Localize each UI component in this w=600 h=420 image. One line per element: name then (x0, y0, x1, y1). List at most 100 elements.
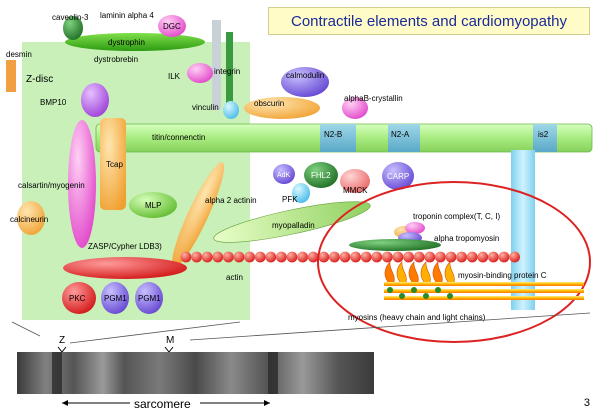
actin-bead (329, 251, 340, 263)
actin-bead (477, 251, 489, 263)
tcap-shape (100, 118, 126, 210)
zoom-line-left (11, 321, 41, 337)
vinculin-shape (223, 101, 239, 119)
actin-bead (382, 251, 393, 263)
mlp-label: MLP (145, 201, 161, 210)
carp-label: CARP (387, 172, 409, 181)
dystrophin-label: dystrophin (108, 38, 145, 47)
actin-bead (403, 251, 414, 263)
adk-shape (273, 164, 295, 184)
desmin-label: desmin (6, 50, 32, 59)
titin-label: titin/connenctin (152, 133, 205, 142)
zasp-label: ZASP/Cypher LDB3) (88, 242, 162, 251)
obscurin-label: obscurin (254, 99, 284, 108)
actin-bead (265, 251, 277, 263)
actin-bead (424, 251, 436, 263)
tropomyosin-label: alpha tropomyosin (434, 234, 499, 243)
calsartin-label: calsartin/myogenin (18, 181, 85, 190)
zasp-shape (63, 257, 187, 279)
actin-bead (244, 251, 256, 263)
myosins-label: myosins (heavy chain and light chains) (348, 313, 486, 322)
m-marker-arrow (164, 346, 174, 353)
myosin-light-chain (411, 287, 417, 293)
tcap-label: Tcap (106, 160, 123, 169)
is2-label: is2 (538, 130, 549, 139)
actin-bead (201, 251, 213, 263)
actin-label: actin (226, 273, 243, 282)
sarcomere-label-bg (130, 396, 200, 410)
pgm1-a-shape (101, 282, 129, 314)
myosin-filament-1 (384, 282, 584, 286)
ilk-label: ILK (168, 72, 181, 81)
actin-bead (191, 251, 203, 263)
actin-bead (276, 251, 287, 263)
dgc-shape (158, 15, 186, 37)
page-number: 3 (583, 397, 590, 409)
pkc-shape (62, 282, 96, 314)
fhl2-shape (304, 162, 338, 188)
is2-segment (533, 124, 557, 152)
myosin-head (420, 261, 431, 283)
myosin-head (408, 261, 419, 283)
pfk-label: PFK (282, 195, 298, 204)
desmin-bar (6, 60, 16, 92)
actin-bead (297, 251, 308, 263)
myosin-heads (384, 261, 455, 299)
sarcomere-arrow-head-left (62, 400, 68, 406)
bmp10-label: BMP10 (40, 98, 67, 107)
myosin-head (384, 261, 395, 283)
alpha2-actinin-shape (171, 162, 225, 268)
vinculin-label: vinculin (192, 103, 219, 112)
sarcomere-micrograph (17, 352, 374, 394)
zoom-line-mid (69, 321, 241, 344)
mybpc-label: myosin-binding protein C (458, 271, 547, 280)
slide-title: Contractile elements and cardiomyopathy (268, 7, 590, 35)
n2a-segment (388, 124, 420, 152)
actin-bead (445, 251, 457, 263)
integrin-bar-2 (226, 32, 233, 112)
actin-bead (307, 251, 319, 263)
actin-bead (223, 251, 234, 263)
z-marker-label: Z (59, 335, 65, 346)
tropomyosin-shape (349, 239, 441, 251)
adk-label: AdK (277, 172, 291, 179)
zdisc-label: Z-disc (26, 74, 53, 85)
actin-bead (286, 251, 298, 263)
actin-bead (466, 251, 478, 263)
actin-bead (488, 251, 499, 263)
troponin-label: troponin complex(T, C, I) (413, 212, 500, 221)
pfk-shape (292, 183, 310, 203)
myosin-light-chain (387, 287, 393, 293)
z-band-left (52, 352, 62, 394)
mmck-label: MMCK (343, 186, 368, 195)
calmodulin-shape (281, 67, 329, 97)
actin-bead (509, 251, 520, 263)
calmodulin-label: calmodulin (286, 71, 324, 80)
integrin-label: integrin (214, 67, 240, 76)
n2b-label: N2-B (324, 130, 342, 139)
dystrophin-shape (65, 33, 205, 51)
actin-bead (456, 251, 467, 263)
actin-bead (318, 251, 330, 263)
alphab-shape (342, 97, 368, 119)
actin-bead (212, 251, 224, 263)
carp-shape (382, 162, 414, 190)
myosin-filament-2 (384, 289, 584, 293)
mlp-shape (129, 192, 177, 218)
actin-bead (180, 251, 192, 263)
n2a-label: N2-A (391, 130, 410, 139)
obscurin-shape (244, 97, 320, 119)
m-marker-label: M (166, 335, 174, 346)
calsartin-shape (68, 120, 96, 248)
myopalladin-label: myopalladin (272, 221, 315, 230)
myosin-region-outline (317, 181, 591, 343)
actin-filament (180, 251, 520, 263)
dystrobrebin-label: dystrobrebin (94, 55, 138, 64)
myosin-filament-3 (384, 296, 584, 300)
zoom-line-right (189, 312, 591, 341)
pkc-label: PKC (69, 294, 86, 303)
myosin-light-chain (447, 293, 453, 299)
calcineurin-shape (17, 201, 45, 235)
troponin-c-shape (405, 222, 425, 234)
